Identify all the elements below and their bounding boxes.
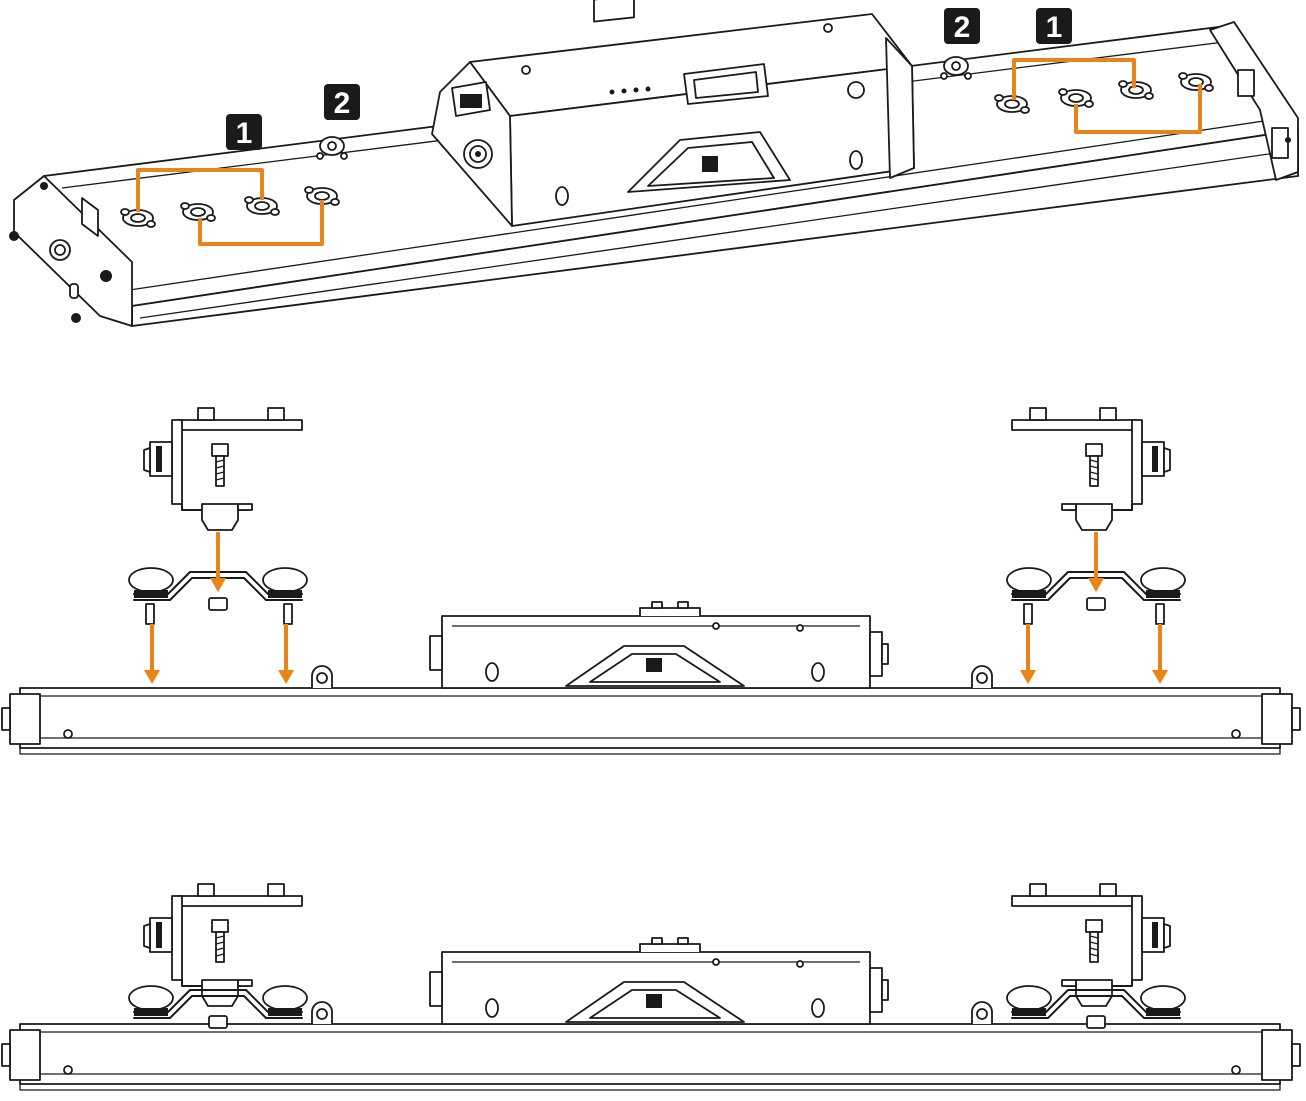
svg-text:2: 2	[954, 11, 971, 44]
arrow-right-bolt	[1088, 532, 1104, 592]
callout-left-2: 2	[324, 84, 360, 120]
callout-left-1: 1	[226, 114, 262, 150]
arrow-left-foot-2	[278, 624, 294, 684]
callout-right-1: 1	[1036, 8, 1072, 44]
arrow-right-foot-1	[1020, 624, 1036, 684]
right-eyelet	[940, 56, 972, 80]
arrow-left-bolt	[210, 532, 226, 592]
isometric-fixture-view: 1 2 2 1	[9, 0, 1299, 327]
arrow-right-foot-2	[1152, 624, 1168, 684]
svg-text:1: 1	[1046, 11, 1063, 44]
exploded-side-view	[1, 407, 1301, 755]
left-eyelet	[316, 136, 348, 160]
svg-text:2: 2	[334, 87, 351, 120]
assembled-side-view	[1, 883, 1301, 1091]
svg-text:1: 1	[236, 117, 253, 150]
callout-right-2: 2	[944, 8, 980, 44]
arrow-left-foot-1	[144, 624, 160, 684]
